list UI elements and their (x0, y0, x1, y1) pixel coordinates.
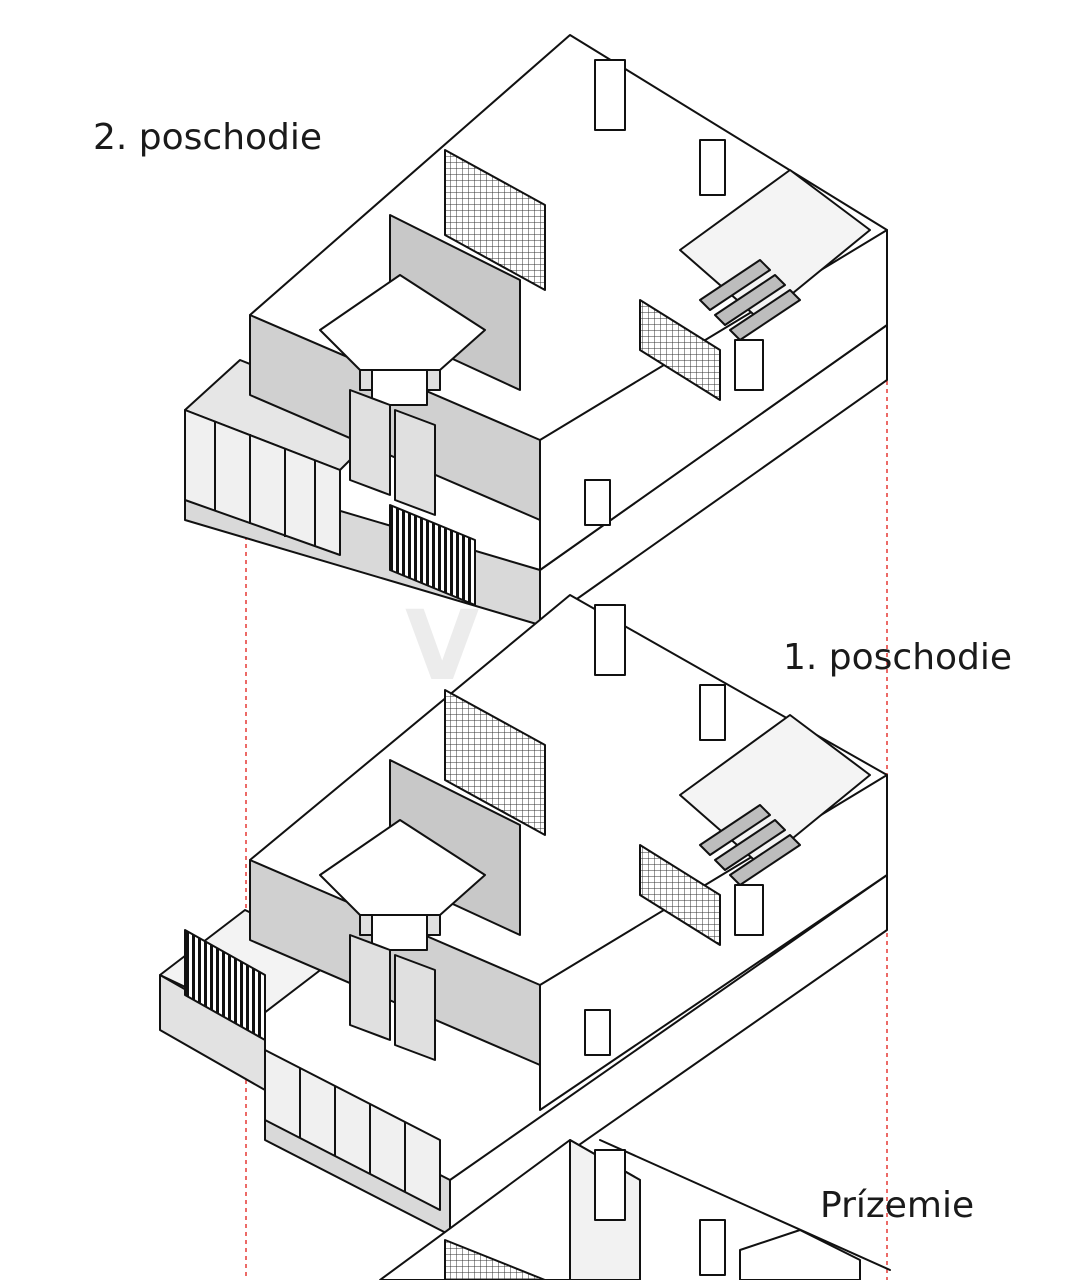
entry-doors (349, 934, 436, 1061)
entry-doors (349, 389, 436, 516)
guide-lines (245, 325, 888, 1280)
windows (584, 604, 764, 1056)
windows (584, 59, 764, 526)
floor-1-label: 1. poschodie (783, 637, 1013, 678)
balcony-rail-posts (214, 421, 316, 547)
ground-floor-model (379, 1139, 891, 1281)
ground-floor-label: Prízemie (820, 1185, 975, 1226)
coffee-table (371, 914, 428, 951)
ground-right-wall (739, 1229, 861, 1281)
tiled-bathroom-wall (444, 689, 546, 836)
balcony-rail (184, 409, 341, 556)
ground-window-2 (699, 1219, 726, 1276)
watermark: V (405, 590, 488, 702)
staircase (699, 259, 801, 341)
lower-balcony-posts (299, 1068, 406, 1192)
coffee-table (371, 369, 428, 406)
lower-balcony-rail (264, 1049, 441, 1211)
floor-2-model (184, 34, 888, 626)
ground-window (594, 1149, 626, 1221)
staircase (699, 804, 801, 886)
tiled-bathroom-wall (444, 149, 546, 291)
floor-1-model (159, 594, 888, 1236)
ground-roof-line (599, 1139, 891, 1271)
gate-bars (389, 504, 476, 606)
tiled-kitchen-wall (639, 844, 721, 946)
floor-2-label: 2. poschodie (93, 117, 323, 158)
tiled-kitchen-wall (639, 299, 721, 401)
terrace-screen (184, 929, 266, 1041)
